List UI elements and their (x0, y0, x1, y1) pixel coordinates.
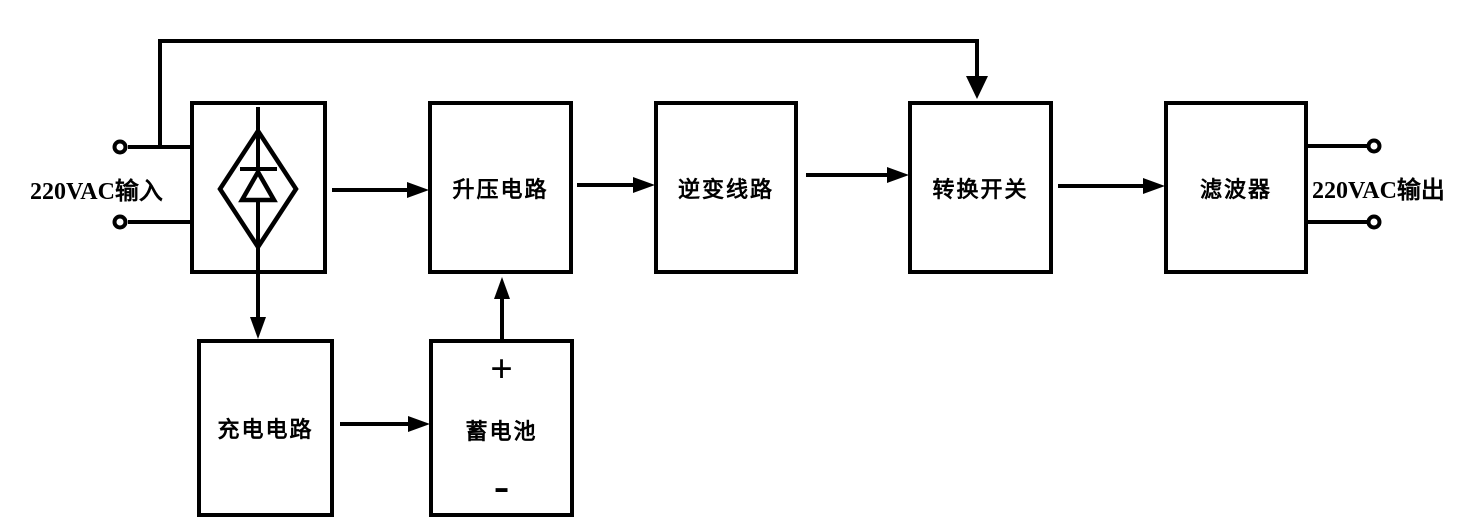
arrowhead-to-inverter-icon (633, 177, 655, 193)
arrowhead-to-charger-icon (250, 317, 266, 339)
arrowhead-battery-up-icon (494, 277, 510, 299)
arrowhead-to-boost-icon (407, 182, 429, 198)
rectifier-block (190, 101, 327, 274)
input-terminal-bottom-icon (112, 214, 128, 230)
bypass-arrowhead-icon (966, 76, 988, 99)
charger-circuit-label: 充电电路 (217, 417, 314, 442)
battery-block: + 蓄电池 - (429, 339, 574, 517)
arrowhead-to-switch-icon (887, 167, 909, 183)
bypass-line (158, 39, 979, 147)
filter-label: 滤波器 (1199, 176, 1272, 202)
output-terminal-bottom-icon (1366, 214, 1382, 230)
boost-circuit-label: 升压电路 (452, 176, 549, 202)
battery-plus-sign: + (490, 346, 513, 391)
battery-minus-sign: - (493, 460, 510, 511)
input-terminal-top-icon (112, 139, 128, 155)
filter-block: 滤波器 (1164, 101, 1308, 274)
output-label: 220VAC输出 (1312, 178, 1445, 204)
inverter-circuit-block: 逆变线路 (654, 101, 798, 274)
input-label: 220VAC输入 (30, 179, 163, 205)
inverter-circuit-label: 逆变线路 (677, 176, 774, 202)
boost-circuit-block: 升压电路 (428, 101, 573, 274)
arrowhead-to-battery-icon (408, 416, 430, 432)
transfer-switch-block: 转换开关 (908, 101, 1053, 274)
output-terminal-top-icon (1366, 138, 1382, 154)
arrowhead-to-filter-icon (1143, 178, 1165, 194)
transfer-switch-label: 转换开关 (932, 176, 1029, 202)
charger-circuit-block: 充电电路 (197, 339, 334, 517)
battery-label: 蓄电池 (465, 419, 538, 444)
